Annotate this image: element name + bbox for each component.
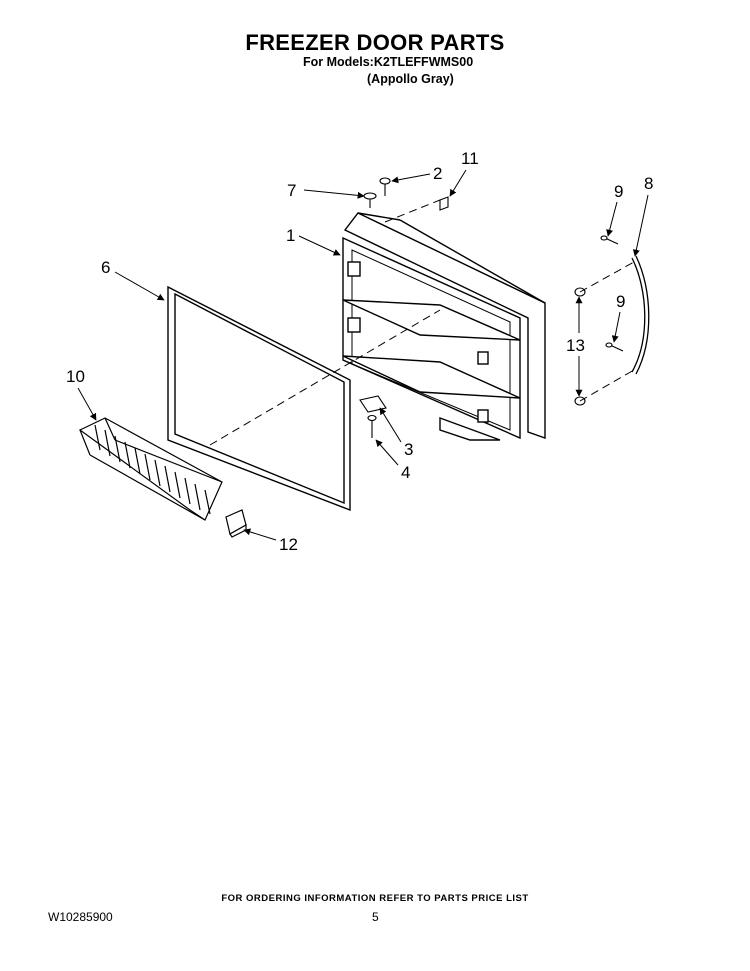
leader-arrows [77,169,649,541]
wire-basket [78,417,223,521]
door-handle [631,255,650,375]
models-line: For Models:K2TLEFFWMS00 [303,55,474,69]
color-line: (Appollo Gray) [367,72,454,86]
callout-8: 8 [644,174,653,193]
callout-13: 13 [566,336,585,355]
callout-9-lower: 9 [616,292,625,311]
ordering-note: FOR ORDERING INFORMATION REFER TO PARTS … [221,893,529,904]
callout-10: 10 [66,367,85,386]
callout-6: 6 [101,258,110,277]
door-gasket [167,285,351,512]
door-panel [342,212,546,441]
callout-2: 2 [433,164,442,183]
page-title: FREEZER DOOR PARTS [245,30,505,55]
callout-11: 11 [461,149,479,168]
basket-clip [225,509,247,538]
page-number: 5 [372,910,379,924]
callout-3: 3 [404,440,413,459]
callout-4: 4 [401,463,410,482]
callout-12: 12 [279,535,298,554]
callout-7: 7 [287,181,296,200]
document-number: W10285900 [48,910,113,924]
callout-9-upper: 9 [614,182,623,201]
callout-1: 1 [286,226,295,245]
alignment-lines [209,199,635,446]
